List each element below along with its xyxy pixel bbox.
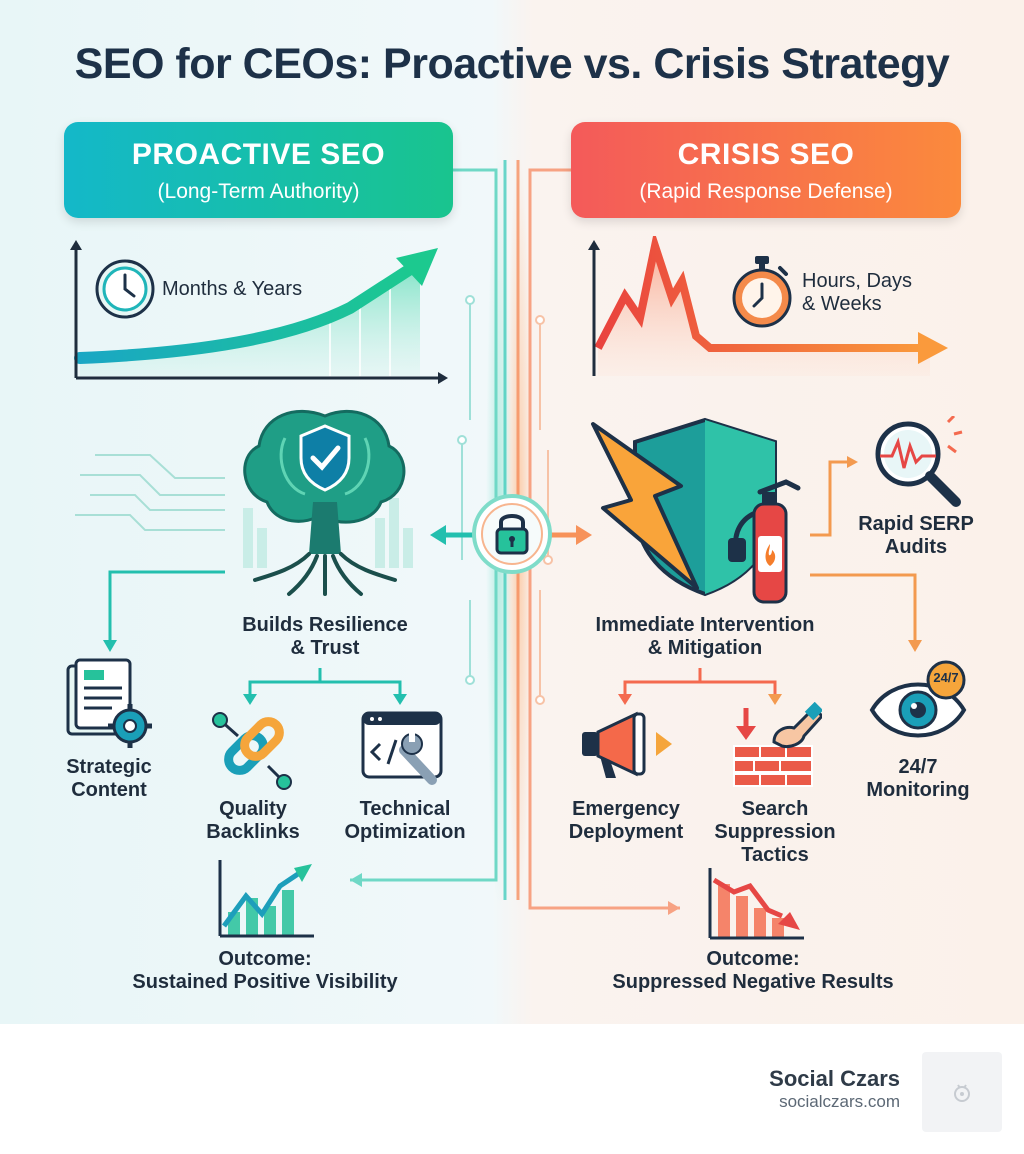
stopwatch-icon	[732, 256, 792, 328]
suppression-bricks-icon	[733, 702, 822, 787]
monitoring-eye-icon	[869, 660, 967, 738]
monitoring-badge: 24/7	[933, 670, 959, 685]
megaphone-icon	[582, 711, 672, 778]
proactive-outcome-label: Outcome:Sustained Positive Visibility	[132, 948, 398, 993]
page-title: SEO for CEOs: Proactive vs. Crisis Strat…	[74, 40, 950, 88]
technical-code-wrench-icon	[361, 711, 443, 785]
crisis-timeframe: Hours, Days& Weeks	[802, 270, 913, 315]
rising-bars-icon	[218, 860, 314, 938]
crisis-heading: CRISIS SEO	[677, 138, 855, 171]
resilience-tree-icon	[243, 410, 413, 596]
proactive-core-label: Builds Resilience& Trust	[242, 614, 408, 659]
crisis-outcome-label: Outcome:Suppressed Negative Results	[612, 948, 894, 993]
lock-icon	[472, 494, 552, 574]
crisis-core-label: Immediate Intervention& Mitigation	[595, 614, 815, 659]
infographic-canvas: SEO for CEOs: Proactive vs. Crisis Strat…	[0, 0, 1024, 1024]
growth-curve-graphic	[70, 240, 448, 384]
brand-url[interactable]: socialczars.com	[779, 1092, 900, 1111]
strategic-content-icon	[66, 658, 152, 748]
serp-audit-magnifier-icon	[875, 416, 963, 507]
backlink-chain-icon	[212, 712, 292, 790]
brand-name: Social Czars	[769, 1066, 900, 1091]
fire-extinguisher-icon	[728, 479, 801, 604]
crisis-seo-banner: CRISIS SEO (Rapid Response Defense)	[571, 122, 961, 218]
footer: Social Czars socialczars.com	[0, 1024, 1024, 1154]
brand-logo-icon	[922, 1052, 1002, 1132]
crisis-subheading: (Rapid Response Defense)	[639, 180, 893, 203]
proactive-timeframe: Months & Years	[162, 278, 303, 300]
proactive-subheading: (Long-Term Authority)	[157, 180, 360, 203]
volatility-chart-graphic	[588, 236, 948, 376]
clock-icon	[95, 259, 155, 319]
proactive-seo-banner: PROACTIVE SEO (Long-Term Authority)	[64, 122, 453, 218]
declining-bars-icon	[708, 868, 804, 940]
proactive-heading: PROACTIVE SEO	[131, 138, 386, 171]
